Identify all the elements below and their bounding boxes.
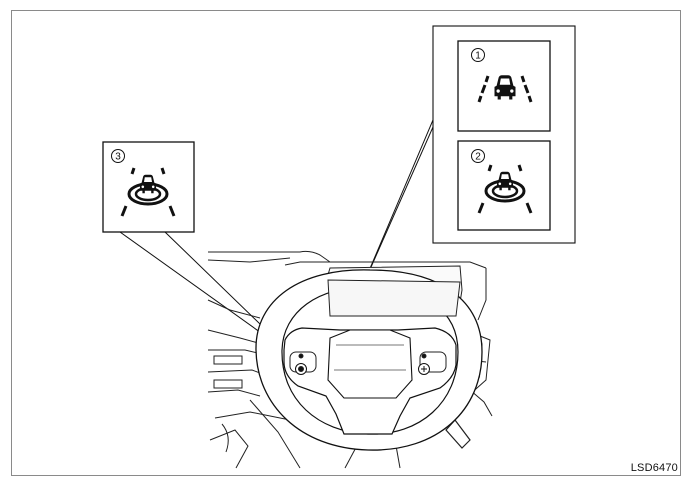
lane-intervention-switch-icon	[120, 167, 176, 217]
lane-departure-icon	[477, 75, 533, 103]
callout-2-number: 2	[475, 152, 481, 163]
callout-3-number: 3	[115, 152, 121, 163]
figure-code: LSD6470	[630, 462, 678, 474]
callout-1-number: 1	[475, 51, 481, 62]
callout-group-frame	[432, 25, 576, 244]
dashboard-illustration	[207, 250, 493, 469]
intelligent-lane-intervention-icon	[477, 164, 533, 214]
callout-2-box: 2	[457, 140, 551, 231]
callout-3-box: 3	[102, 141, 195, 233]
callout-1-box: 1	[457, 40, 551, 132]
